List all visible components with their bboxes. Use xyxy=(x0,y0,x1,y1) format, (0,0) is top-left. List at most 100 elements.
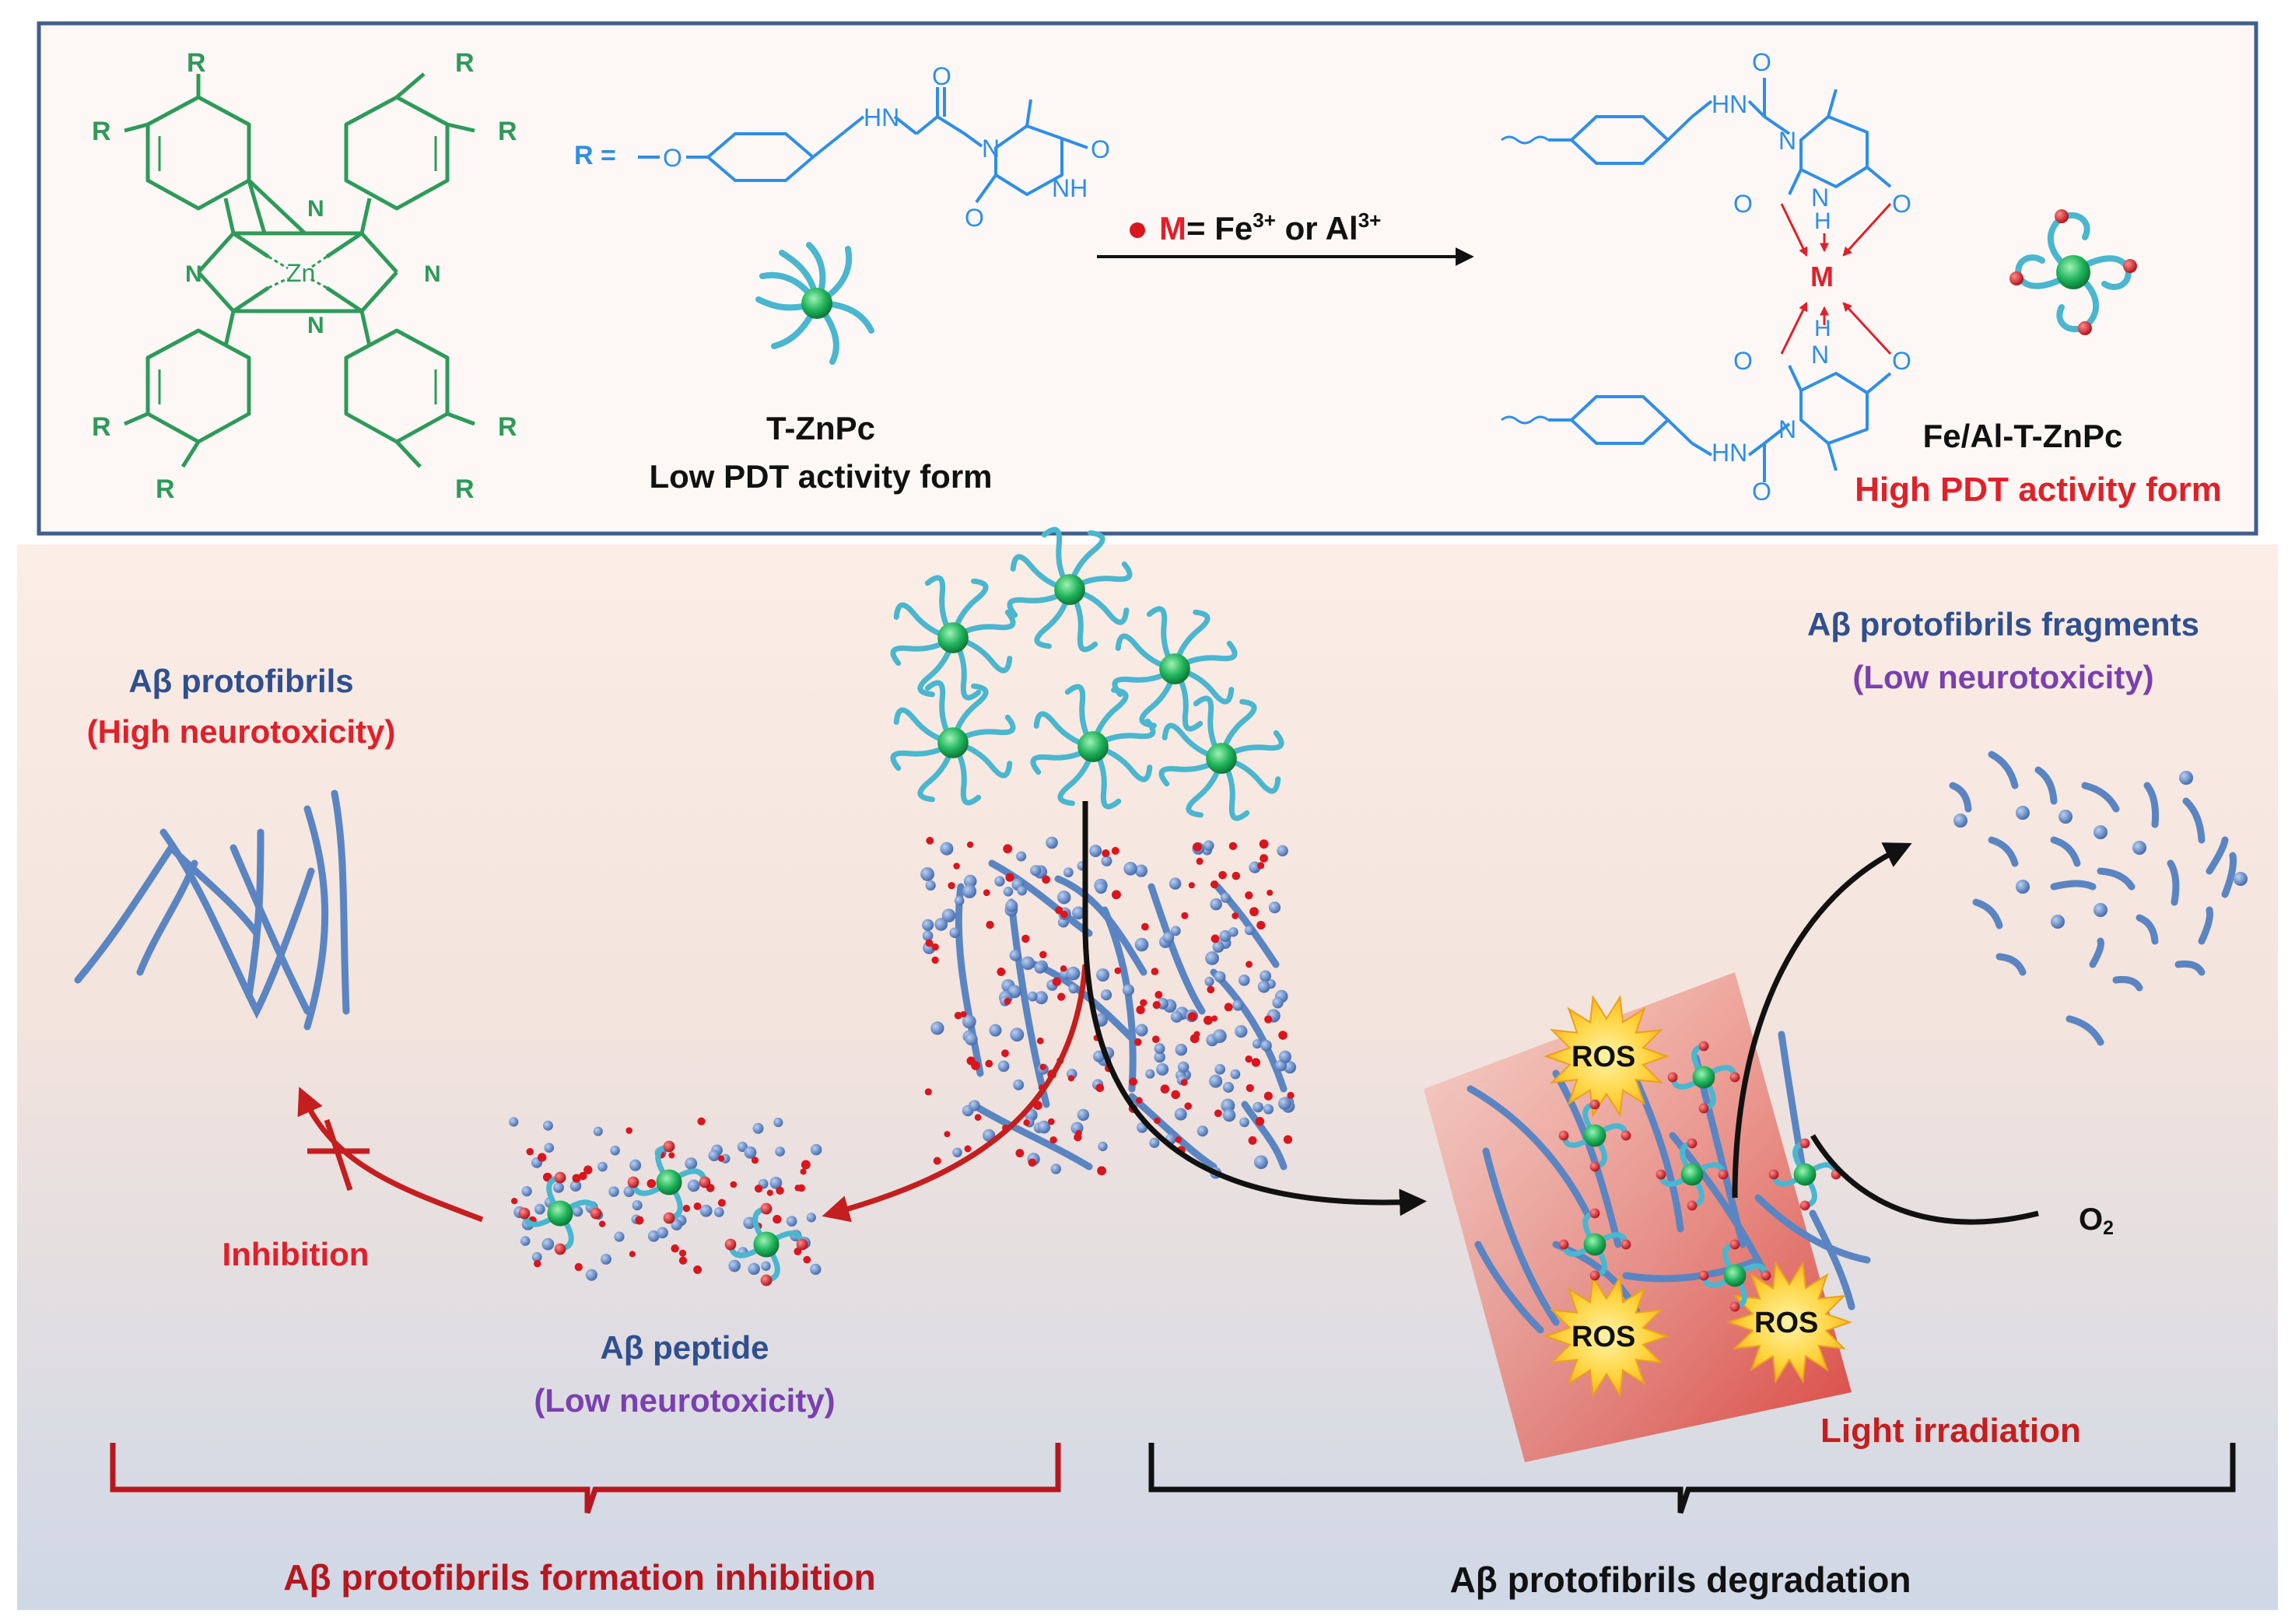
peptide-dot xyxy=(994,876,1005,887)
metal-ion xyxy=(724,1238,737,1251)
ros-burst xyxy=(1543,995,1670,1118)
peptide-dot xyxy=(934,918,948,931)
metal-ion-dot xyxy=(1228,842,1238,851)
protofibril xyxy=(969,1101,1093,1171)
fibril-fragment xyxy=(2182,797,2206,844)
metal-ion-dot xyxy=(1039,950,1047,959)
peptide-dot xyxy=(786,1216,797,1227)
metal-ion-dot xyxy=(1136,1005,1145,1015)
zinc-core xyxy=(1692,1066,1715,1089)
metal-ion-dot xyxy=(1004,997,1011,1006)
metal-ion-dot xyxy=(678,1256,688,1265)
right-bracket-label: Aβ protofibrils degradation xyxy=(1449,1559,1911,1600)
peptide-dot xyxy=(1066,966,1081,981)
peptide-dot xyxy=(1272,997,1284,1009)
peptide-dot xyxy=(1214,1063,1226,1075)
protofibril xyxy=(1007,898,1050,1108)
metal-ion-dot xyxy=(1021,934,1030,943)
peptide-dot xyxy=(1239,1117,1249,1128)
peptide-dot xyxy=(1096,968,1110,982)
zinc-core xyxy=(1054,574,1085,605)
metal-ion-dot xyxy=(1263,1091,1273,1101)
peptide-dot xyxy=(1050,1164,1061,1174)
peptide-dot xyxy=(1154,1043,1165,1055)
t-znpc-molecule xyxy=(1007,527,1133,653)
metal-ion xyxy=(796,1238,808,1251)
protofibril xyxy=(1148,883,1206,1015)
metal-ion-dot xyxy=(1246,961,1253,968)
peptide-dot xyxy=(1212,1029,1227,1044)
fibril-fragment xyxy=(2089,937,2104,968)
metal-ion-dot xyxy=(1180,1079,1188,1087)
metal-ion xyxy=(1621,1239,1631,1250)
metal-ion-dot xyxy=(1067,1075,1074,1082)
metal-ion xyxy=(760,1202,773,1215)
peptide-dot xyxy=(810,1263,822,1276)
ring-o-label: O xyxy=(1091,135,1110,163)
metal-ion xyxy=(1729,1072,1740,1083)
peptide-dot xyxy=(1228,927,1239,937)
peptide-dot xyxy=(1071,906,1085,920)
protofibril xyxy=(1210,968,1288,1093)
metal-ion-dot xyxy=(924,1088,932,1096)
metal-ion-dot xyxy=(1074,1133,1082,1142)
metal-ion-dot xyxy=(974,1114,982,1121)
phthalocyanine-labels: R R R R R R R R N N N N Zn xyxy=(92,48,517,504)
peptide-dot xyxy=(2132,841,2146,855)
light-irradiation-label: Light irradiation xyxy=(1820,1412,2081,1450)
left-bracket-label: Aβ protofibrils formation inhibition xyxy=(283,1557,876,1598)
complex-n-label: N xyxy=(1778,127,1797,155)
metal-ion-dot xyxy=(944,1131,951,1138)
peptide-dot xyxy=(1205,951,1219,965)
t-znpc-molecule xyxy=(1112,606,1238,732)
metal-ion-dot xyxy=(1154,1117,1161,1125)
peptide-dot xyxy=(1170,926,1181,936)
metal-ion xyxy=(1589,1161,1600,1172)
metal-ion-dot xyxy=(1251,1058,1261,1067)
metal-ion-dot xyxy=(1224,1003,1233,1012)
peptide-dot xyxy=(1174,1108,1187,1121)
protofibril xyxy=(955,883,984,1077)
peptide-dot xyxy=(1013,1079,1025,1090)
metal-ion-dot xyxy=(1151,1035,1160,1044)
metal-ion-dot xyxy=(1214,1109,1222,1118)
peptide-dot xyxy=(671,1219,682,1230)
metal-ion xyxy=(1718,1169,1729,1180)
peptide-dot xyxy=(752,1122,764,1134)
peptide-dot xyxy=(1063,867,1074,878)
peptide-dot xyxy=(2058,810,2073,824)
peptide-dot xyxy=(601,1253,611,1265)
peptide-dot xyxy=(1077,1108,1090,1122)
reaction-charge-fe: 3+ xyxy=(1253,208,1276,232)
peptide-dot xyxy=(1284,1061,1297,1074)
peptide-dot xyxy=(1268,901,1281,914)
metal-ion-dot xyxy=(646,1178,657,1188)
metal-ion-dot xyxy=(1264,1015,1273,1024)
metal-ion xyxy=(627,1176,639,1188)
phthalocyanine-structure xyxy=(124,72,475,468)
complex-o-label: O xyxy=(1752,48,1771,76)
peptide-dot xyxy=(553,1181,564,1193)
peptide-dot xyxy=(531,1251,542,1262)
protofibril xyxy=(1622,1256,1762,1283)
peptide-dot xyxy=(687,1179,700,1192)
fe-al-t-znpc-name: Fe/Al-T-ZnPc xyxy=(1922,418,2123,454)
complex-n-label-3: N xyxy=(1811,341,1830,369)
metal-ion-dot xyxy=(583,1165,593,1174)
left-protofibrils xyxy=(74,789,350,1031)
metal-ion-dot xyxy=(948,881,955,890)
peptide-dot xyxy=(2179,771,2193,785)
inhibition-cross xyxy=(307,1118,370,1192)
metal-ion xyxy=(1799,1138,1810,1149)
metal-ion-dot xyxy=(1049,1136,1057,1144)
zinc-core xyxy=(656,1169,682,1195)
peptide-dot xyxy=(1101,855,1112,866)
complex-n-label-4: N xyxy=(1778,415,1797,443)
amide-hn-label: HN xyxy=(864,103,900,131)
metal-ion-dot xyxy=(1245,891,1253,900)
central-peptide-mixture xyxy=(920,836,1297,1179)
peptide-dot xyxy=(1169,877,1182,890)
zinc-core xyxy=(1793,1163,1817,1186)
metal-ion xyxy=(554,1243,566,1255)
pc-r-label: R xyxy=(455,474,475,504)
